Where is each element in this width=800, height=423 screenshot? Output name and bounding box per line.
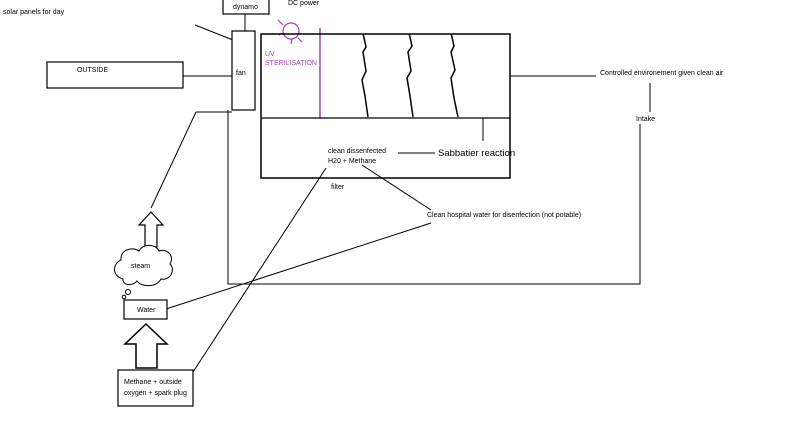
- arrow-up-icon: [137, 211, 165, 248]
- methane-label-line1: Methane + outside: [124, 379, 182, 386]
- filter-zigzags: [361, 34, 459, 118]
- steam-to-fan-line: [150, 111, 197, 209]
- filter-zigzag-1: [361, 34, 369, 118]
- clean-label-line2: H20 + Methane: [328, 158, 376, 165]
- solar-panels-label: solar panels for day: [3, 9, 65, 16]
- methane-label-line2: oxygen + spark plug: [124, 390, 187, 397]
- hospital-water-label: Clean hospital water for disenfection (n…: [427, 212, 581, 219]
- large-arrow-up-icon: [123, 322, 169, 369]
- clean-to-hospital-line: [361, 164, 432, 211]
- water-label: Water: [137, 307, 156, 314]
- solar-pointer-line: [194, 24, 234, 41]
- methane-box: [117, 369, 194, 407]
- outside-label: OUTSIDE: [77, 67, 108, 74]
- sun-icon: [277, 19, 303, 45]
- intake-label: Intake: [636, 116, 655, 123]
- fan-label: fan: [236, 70, 246, 77]
- filter-label: filter: [331, 184, 345, 191]
- main-tank: [260, 33, 511, 179]
- dynamo-label: dynamo: [233, 4, 258, 11]
- methane-to-tank-line: [192, 167, 327, 373]
- uv-label-line1: UV: [265, 51, 275, 58]
- fan-box: [231, 30, 256, 111]
- filter-zigzag-3: [450, 34, 459, 118]
- sabbatier-label: Sabbatier reaction: [438, 148, 515, 159]
- return-air-loop: [227, 110, 641, 285]
- filter-zigzag-2: [406, 34, 414, 118]
- outside-box: [46, 61, 184, 89]
- clean-label-line1: clean dissenfected: [328, 148, 386, 155]
- hospital-to-water-line: [165, 222, 432, 310]
- dynamo-box: [222, 0, 270, 15]
- steam-label: steam: [131, 263, 150, 270]
- controlled-env-label: Controlled environement given clean air: [600, 70, 724, 77]
- dc-power-label: DC power: [288, 0, 320, 7]
- cloud-icon: [114, 244, 173, 300]
- uv-label-line2: STERILISATION: [265, 60, 317, 67]
- water-box: [123, 299, 168, 320]
